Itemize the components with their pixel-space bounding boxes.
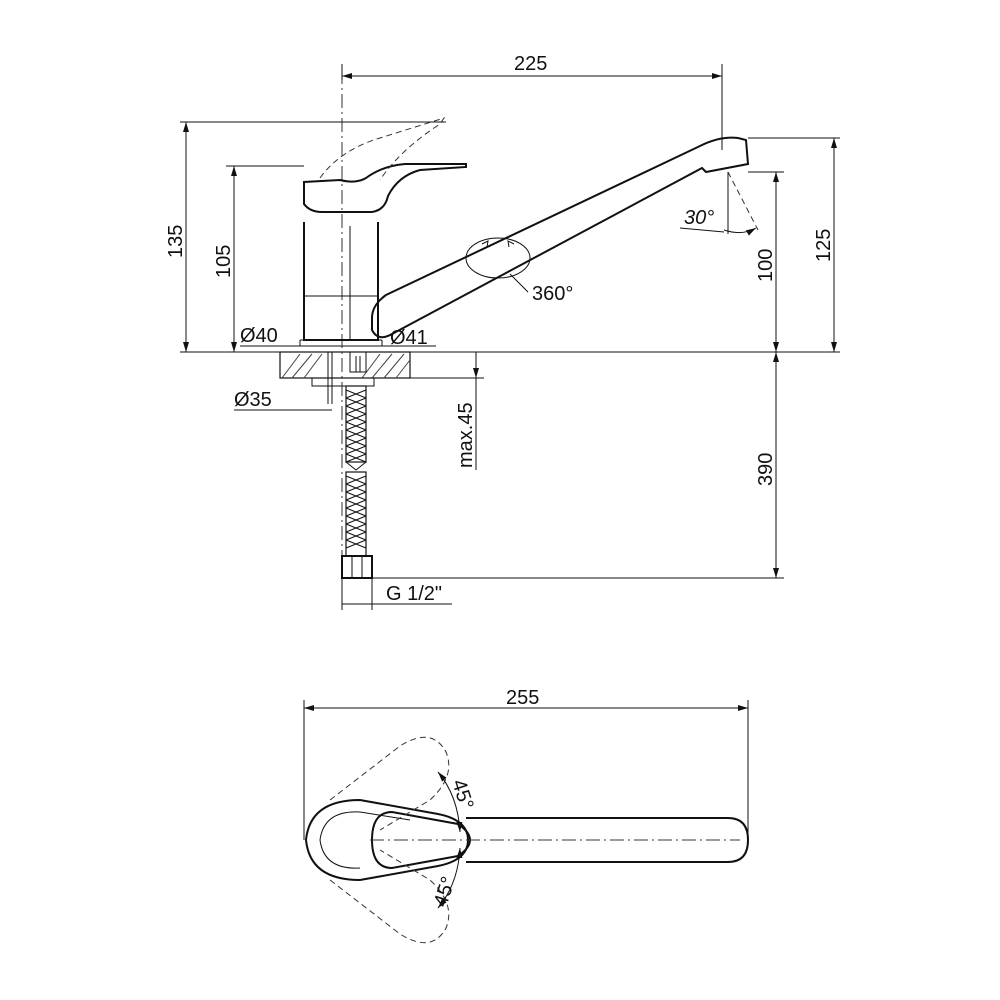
spout-top xyxy=(466,817,750,863)
lever-rotated-upper xyxy=(329,736,450,831)
top-view: 255 45° 45° xyxy=(303,687,750,944)
hose-nut xyxy=(341,555,373,579)
total-length-label: 255 xyxy=(506,687,539,709)
rotation-ellipse xyxy=(465,237,531,279)
countertop-section xyxy=(279,351,411,379)
total-height-label: 135 xyxy=(165,225,187,258)
connection-thread-label: G 1/2" xyxy=(386,583,442,605)
spout-height-label: 100 xyxy=(755,249,777,282)
faucet-body xyxy=(299,222,383,347)
flexible-hose xyxy=(341,385,373,579)
hose-length-label: 390 xyxy=(755,453,777,486)
side-view: 360° 30° 225 135 105 100 125 Ø40 xyxy=(165,53,840,610)
mounting-shank xyxy=(311,351,375,404)
lever-raised-outline xyxy=(319,117,446,181)
spout-rotation-label: 360° xyxy=(532,283,573,305)
base-diameter-label: Ø41 xyxy=(390,327,428,349)
max-thickness-label: max.45 xyxy=(455,402,477,468)
spout-reach-label: 225 xyxy=(514,53,547,75)
outlet-angle-marker xyxy=(679,171,759,236)
body-diameter-label: Ø40 xyxy=(240,325,278,347)
lever-handle xyxy=(303,163,467,213)
lever-height-label: 105 xyxy=(213,245,235,278)
angle-arc-lower xyxy=(437,847,463,909)
body-inner-contour-2 xyxy=(319,839,361,869)
body-inner-contour xyxy=(319,811,411,841)
rotation-arrow-icon xyxy=(481,240,489,248)
spout-tip-height-label: 125 xyxy=(813,229,835,262)
angle-arc-upper xyxy=(437,771,463,833)
spout xyxy=(371,136,750,339)
outlet-angle-label: 30° xyxy=(684,207,714,229)
mount-hole-label: Ø35 xyxy=(234,389,272,411)
rotation-arrow-icon-2 xyxy=(507,240,515,248)
lever-angle-lower-label: 45° xyxy=(430,874,460,910)
lever-angle-upper-label: 45° xyxy=(447,777,477,813)
rotation-leader xyxy=(509,273,529,293)
